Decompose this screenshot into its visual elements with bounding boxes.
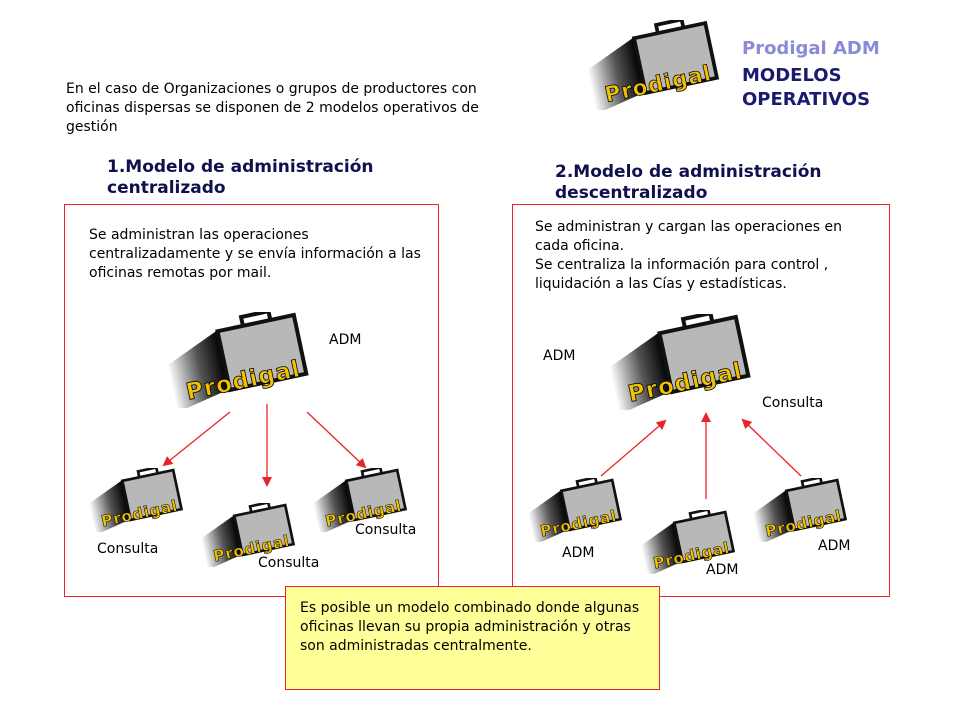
model-1-arrow-right (306, 411, 367, 469)
brand-title: Prodigal ADM (742, 38, 880, 59)
model-2-arrow-right (741, 418, 802, 477)
model-1-title: 1.Modelo de administración centralizado (107, 157, 374, 198)
model-2-node-2-briefcase-icon: Prodigal (640, 510, 740, 574)
model-2-center-sub-label: Consulta (762, 395, 824, 411)
model-2-description-line-1: Se administran y cargan las operaciones … (535, 219, 842, 254)
model-2-center-briefcase-icon: Prodigal (608, 314, 758, 410)
model-1-center-label: ADM (329, 332, 362, 348)
model-2-node-1-briefcase-icon: Prodigal (527, 478, 627, 542)
model-2-node-3-briefcase-icon: Prodigal (752, 478, 852, 542)
model-1-description: Se administran las operaciones centraliz… (89, 227, 421, 281)
model-2-center-label: ADM (543, 348, 576, 364)
model-1-node-1-briefcase-icon: Prodigal (88, 468, 188, 532)
model-1-node-1-label: Consulta (97, 541, 159, 557)
model-1-node-3-briefcase-icon: Prodigal (312, 468, 412, 532)
model-1-arrow-left (162, 411, 231, 467)
model-1-node-3-label: Consulta (355, 522, 417, 538)
model-2-node-2-label: ADM (706, 562, 739, 578)
model-1-node-2-label: Consulta (258, 555, 320, 571)
model-2-node-3-label: ADM (818, 538, 851, 554)
model-1-center-briefcase-icon: Prodigal (166, 312, 316, 408)
header-logo-briefcase-icon: Prodigal (586, 20, 726, 110)
intro-text: En el caso de Organizaciones o grupos de… (66, 81, 479, 135)
model-2-description: Se administran y cargan las operaciones … (535, 218, 880, 294)
model-2-title: 2.Modelo de administración descentraliza… (555, 162, 822, 203)
model-1-node-2-briefcase-icon: Prodigal (200, 503, 300, 567)
model-2-arrow-left (600, 419, 667, 477)
combined-model-note: Es posible un modelo combinado donde alg… (285, 586, 660, 690)
page-subtitle: MODELOS OPERATIVOS (742, 65, 871, 110)
model-2-description-line-2: Se centraliza la información para contro… (535, 257, 829, 292)
model-2-node-1-label: ADM (562, 545, 595, 561)
